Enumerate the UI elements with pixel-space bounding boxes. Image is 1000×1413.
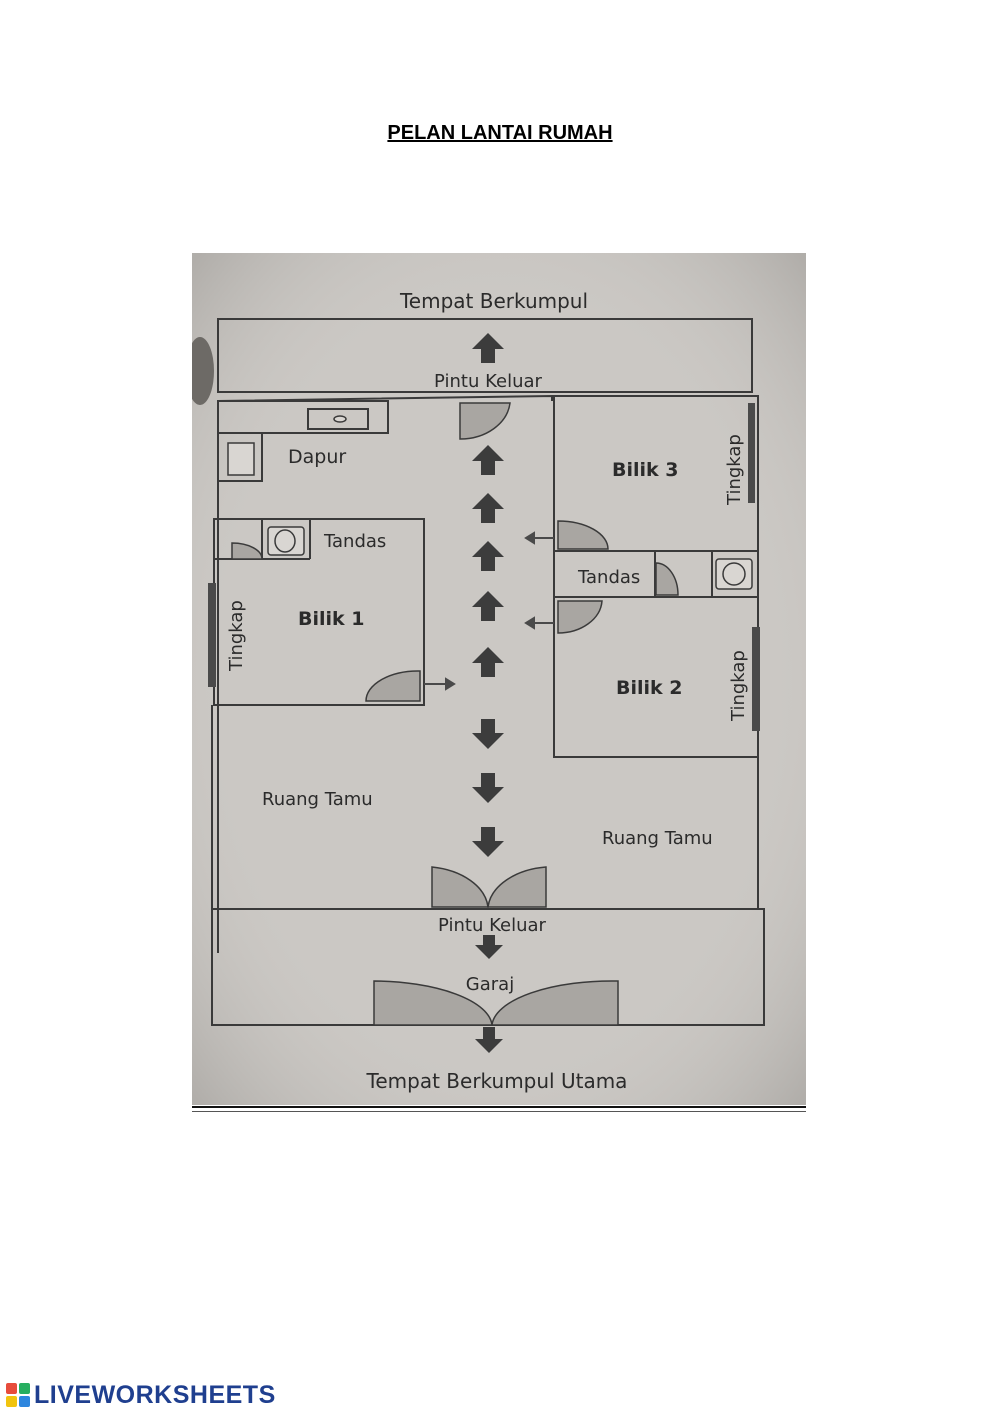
brand-name: LIVEWORKSHEETS (34, 1380, 276, 1409)
label-toilet-left: Tandas (323, 531, 386, 552)
label-top-gathering: Tempat Berkumpul (399, 289, 588, 313)
label-window-room1: Tingkap (226, 600, 247, 672)
door-toilet-right (655, 562, 679, 596)
arrow-up (472, 445, 504, 475)
door-front-right (487, 866, 547, 908)
divider (192, 1111, 806, 1112)
arrow-up (472, 647, 504, 677)
door-toilet-left (231, 542, 263, 560)
photo-shadow (192, 337, 214, 405)
label-room3: Bilik 3 (612, 459, 679, 481)
floor-plan-diagram: Tempat Berkumpul Pintu Keluar Dapur Bili… (192, 253, 806, 1105)
liveworksheets-logo[interactable]: LIVEWORKSHEETS (6, 1381, 276, 1409)
logo-icon (6, 1383, 30, 1407)
window-room2 (752, 627, 760, 731)
door-front-left (431, 866, 489, 908)
label-garage: Garaj (466, 974, 514, 995)
door-garage-left (373, 980, 493, 1026)
window-room1 (208, 583, 216, 687)
arrow-down (472, 773, 504, 803)
door-room2 (557, 600, 603, 634)
arrow-down (475, 1027, 503, 1053)
door-garage-right (491, 980, 619, 1026)
label-toilet-right: Tandas (577, 567, 640, 588)
arrow-down (472, 827, 504, 857)
label-window-room3: Tingkap (724, 434, 745, 506)
label-room1: Bilik 1 (298, 608, 365, 630)
arrow-up (472, 591, 504, 621)
arrow-down (475, 935, 503, 959)
door-top (459, 402, 511, 440)
label-kitchen: Dapur (288, 446, 346, 468)
arrow-up (472, 333, 504, 363)
door-room1 (365, 670, 421, 702)
door-room3 (557, 520, 609, 550)
page-title: PELAN LANTAI RUMAH (387, 122, 613, 144)
label-bottom-exit: Pintu Keluar (438, 915, 546, 936)
label-living-right: Ruang Tamu (602, 828, 713, 849)
divider (192, 1106, 806, 1108)
label-room2: Bilik 2 (616, 677, 683, 699)
arrow-up (472, 493, 504, 523)
label-top-exit: Pintu Keluar (434, 371, 542, 392)
window-room3 (748, 403, 755, 503)
top-gathering-area (217, 318, 753, 393)
label-living-left: Ruang Tamu (262, 789, 373, 810)
floor-plan-photo: Tempat Berkumpul Pintu Keluar Dapur Bili… (192, 253, 806, 1105)
label-main-gathering: Tempat Berkumpul Utama (366, 1069, 628, 1093)
arrow-up (472, 541, 504, 571)
arrow-down (472, 719, 504, 749)
label-window-room2: Tingkap (728, 650, 749, 722)
